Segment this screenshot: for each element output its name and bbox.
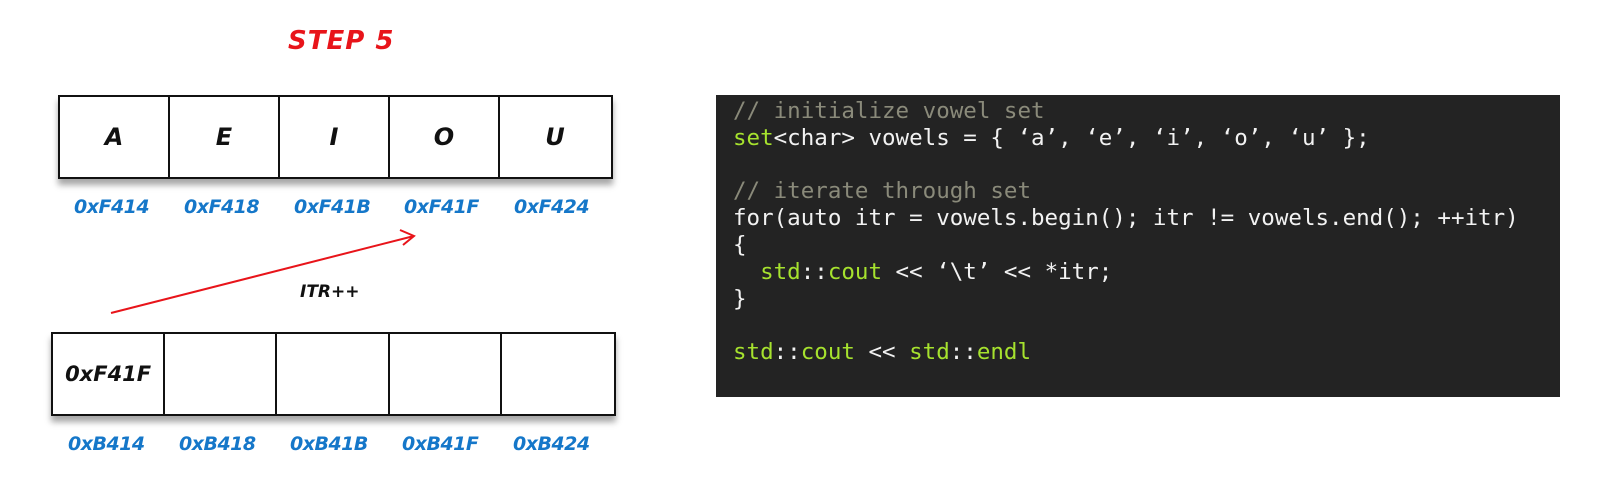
value-address: 0xF414	[74, 196, 150, 218]
value-cell: I	[280, 97, 390, 177]
arrow-line	[110, 235, 415, 314]
code-line: // initialize vowel set	[733, 98, 1560, 125]
code-text: ::	[800, 258, 828, 285]
code-line: set<char> vowels = { ‘a’, ‘e’, ‘i’, ‘o’,…	[733, 125, 1560, 152]
code-text: << ‘\t’ << *itr;	[882, 258, 1113, 285]
iterator-array: 0xF41F	[51, 332, 616, 416]
code-keyword: set	[733, 124, 774, 151]
iterator-cell	[390, 334, 502, 414]
value-cell: E	[170, 97, 280, 177]
value-address: 0xF424	[514, 196, 590, 218]
value-cell: U	[545, 123, 565, 151]
code-namespace: std	[909, 339, 950, 366]
iterator-cell	[165, 334, 278, 414]
code-line: std::cout << ‘\t’ << *itr;	[733, 259, 1560, 286]
iterator-increment-label: ITR++	[300, 282, 360, 302]
iterator-address: 0xB41F	[402, 433, 479, 455]
code-text: ::	[949, 339, 977, 366]
step-title: STEP 5	[288, 26, 395, 56]
code-line: for(auto itr = vowels.begin(); itr != vo…	[733, 205, 1560, 232]
code-function: cout	[800, 339, 855, 366]
iterator-address: 0xB424	[513, 433, 590, 455]
code-text: }	[733, 285, 747, 312]
code-text: ::	[773, 339, 801, 366]
value-cell: O	[390, 97, 500, 177]
iterator-address: 0xB41B	[290, 433, 368, 455]
code-namespace: std	[733, 339, 774, 366]
code-function: cout	[827, 258, 883, 285]
value-array: A E I O U	[58, 95, 613, 179]
value-address: 0xF41F	[404, 196, 479, 218]
code-indent	[733, 259, 760, 285]
value-address: 0xF418	[184, 196, 260, 218]
iterator-address: 0xB414	[68, 433, 145, 455]
code-text: {	[733, 231, 747, 258]
code-comment: // initialize vowel set	[733, 98, 1045, 124]
iterator-cell: 0xF41F	[53, 334, 166, 414]
code-text: <<	[854, 339, 910, 366]
code-blank-line	[733, 312, 1560, 339]
code-line: {	[733, 232, 1560, 259]
iterator-cell	[277, 334, 390, 414]
value-cell: A	[60, 97, 170, 177]
code-text: for(auto itr = vowels.begin(); itr != vo…	[733, 205, 1519, 232]
code-blank-line	[733, 152, 1560, 179]
iterator-address: 0xB418	[179, 433, 256, 455]
code-line: // iterate through set	[733, 178, 1560, 205]
code-function: endl	[976, 339, 1032, 366]
code-line: }	[733, 286, 1560, 313]
code-line: std::cout << std::endl	[733, 339, 1560, 366]
code-namespace: std	[760, 258, 801, 285]
iterator-cell	[502, 334, 614, 414]
code-comment: // iterate through set	[733, 178, 1032, 205]
value-address: 0xF41B	[294, 196, 371, 218]
code-panel: // initialize vowel set set<char> vowels…	[716, 95, 1560, 397]
code-text: <char> vowels = { ‘a’, ‘e’, ‘i’, ‘o’, ‘u…	[773, 124, 1370, 151]
arrow-head-icon	[399, 229, 416, 246]
